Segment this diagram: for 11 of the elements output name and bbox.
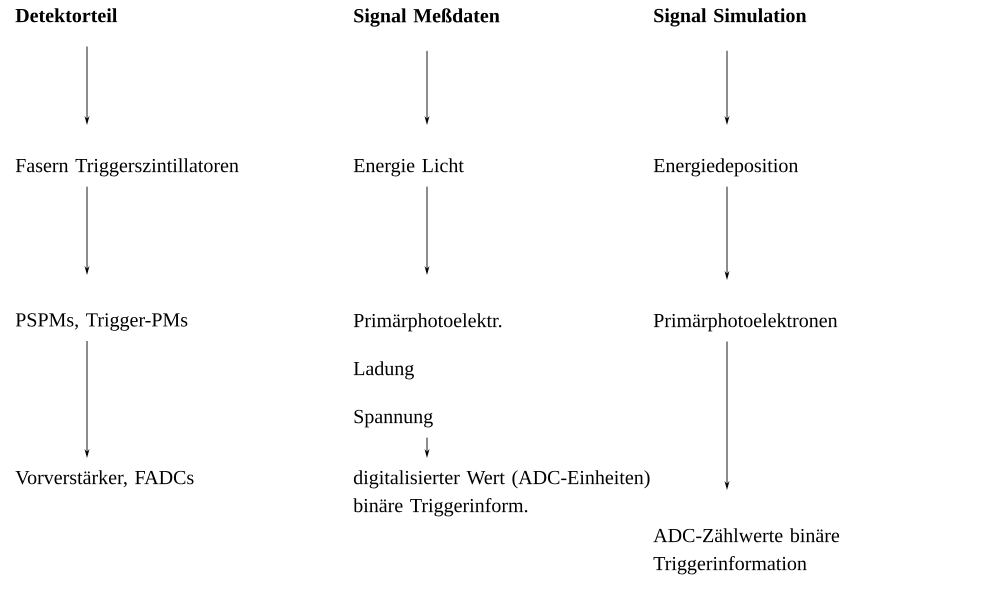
stage-text: Primärphotoelektronen bbox=[654, 313, 838, 332]
column-heading: Signal Simulation bbox=[654, 8, 806, 26]
stage-text: Fasern Triggerszintillatoren bbox=[16, 158, 239, 176]
stage-text: Energie Licht bbox=[354, 158, 464, 176]
stage-text: PSPMs, Trigger-PMs bbox=[16, 313, 188, 331]
stage-text: digitalisierter Wert (ADC-Einheiten) binäre Triggerinform. bbox=[353, 470, 650, 516]
column-heading: Detektorteil bbox=[16, 8, 118, 22]
column-heading: Signal Meßdaten bbox=[354, 8, 500, 27]
stage-text: Vorverstärker, FADCs bbox=[15, 470, 194, 488]
stage-text: Energiedeposition bbox=[654, 158, 798, 176]
stage-text: ADC-Zählwerte binäre Triggerinformation bbox=[653, 528, 840, 574]
